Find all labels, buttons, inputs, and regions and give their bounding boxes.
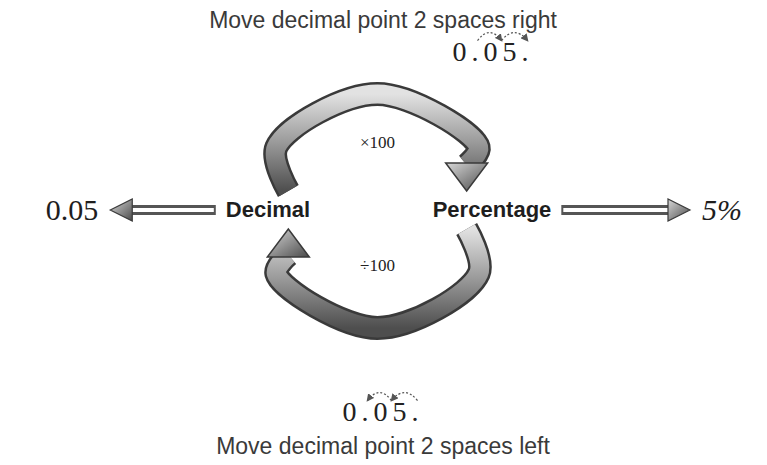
node-text: 0.05 xyxy=(46,193,99,227)
operation-label: ×100 xyxy=(360,133,395,153)
connector-layer xyxy=(110,94,690,328)
value-label: 5% xyxy=(698,191,746,229)
arrow-body xyxy=(276,229,480,328)
node-text: 5% xyxy=(702,193,742,227)
arrow-shaft-inner xyxy=(130,208,214,212)
node-text: Decimal xyxy=(226,197,310,223)
block-arrow xyxy=(561,199,690,221)
arrow-shaft-inner xyxy=(563,208,670,212)
arrow-outline xyxy=(275,94,479,191)
decimal-digits: 0.05. xyxy=(453,36,534,68)
arrow-outline xyxy=(276,229,480,328)
concept-label: Decimal xyxy=(222,195,314,225)
arrow-head xyxy=(267,229,309,257)
concept-label: Percentage xyxy=(429,195,556,225)
curved-arrow xyxy=(267,229,480,328)
arrow-head xyxy=(668,199,690,221)
decimal-digits: 0.05. xyxy=(343,396,424,428)
curved-arrow xyxy=(275,94,487,191)
arrow-shaft xyxy=(561,205,670,215)
arrow-head xyxy=(110,199,132,221)
instruction-heading: Move decimal point 2 spaces right xyxy=(209,7,557,34)
arrow-body xyxy=(275,94,479,191)
arrow-shaft xyxy=(130,205,216,215)
instruction-heading: Move decimal point 2 spaces left xyxy=(216,433,550,460)
value-label: 0.05 xyxy=(42,191,103,229)
node-text: Percentage xyxy=(433,197,552,223)
operation-label: ÷100 xyxy=(360,256,395,276)
block-arrow xyxy=(110,199,216,221)
arrow-head xyxy=(446,163,488,191)
